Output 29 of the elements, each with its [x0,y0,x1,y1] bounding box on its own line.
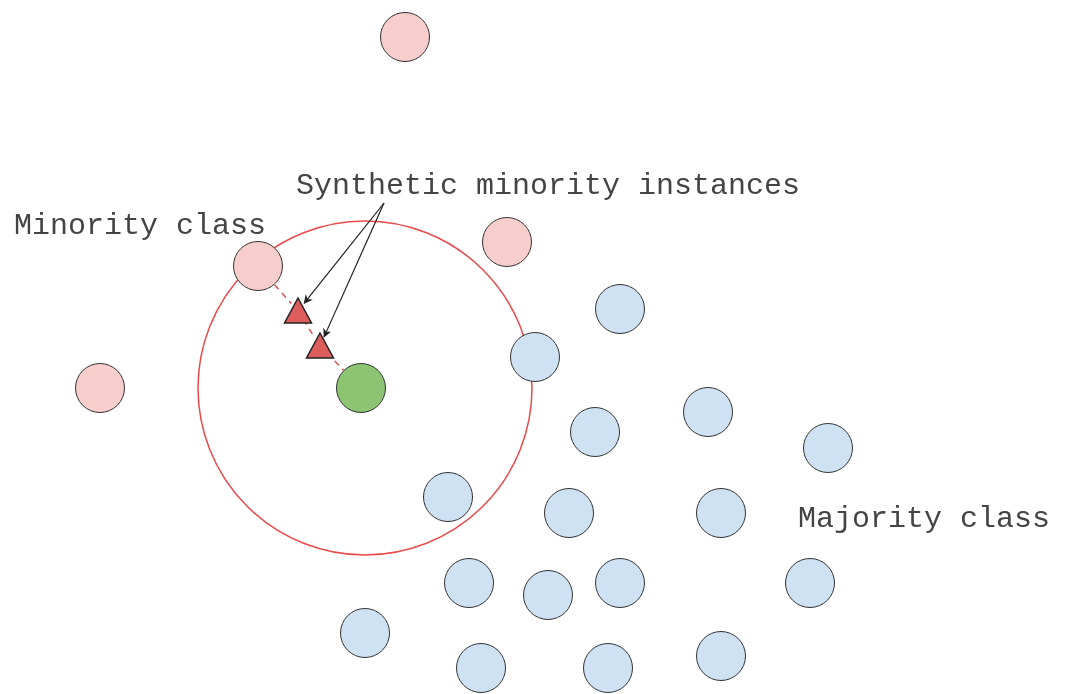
data-point-circle [423,472,473,522]
data-point-circle [456,643,506,693]
data-point-circle [683,387,733,437]
data-point-circle [380,12,430,62]
arrow [323,202,385,338]
class-label: Minority class [14,210,267,243]
data-point-circle [570,407,620,457]
data-point-circle [75,363,125,413]
data-point-circle [595,558,645,608]
synthetic-triangle [305,331,335,361]
data-point-circle [336,363,386,413]
data-point-circle [595,284,645,334]
arrow [303,202,385,304]
data-point-circle [696,631,746,681]
data-point-circle [696,488,746,538]
data-point-circle [583,643,633,693]
data-point-circle [444,558,494,608]
connector-line [273,283,293,305]
class-label: Majority class [798,503,1051,536]
data-point-circle [544,488,594,538]
synthetic-triangle [283,296,313,326]
data-point-circle [233,241,283,291]
annotation-text: Synthetic minority instances [296,169,801,203]
data-point-circle [482,217,532,267]
data-point-circle [523,570,573,620]
data-point-circle [785,558,835,608]
data-point-circle [803,423,853,473]
data-point-circle [510,332,560,382]
data-point-circle [340,608,390,658]
